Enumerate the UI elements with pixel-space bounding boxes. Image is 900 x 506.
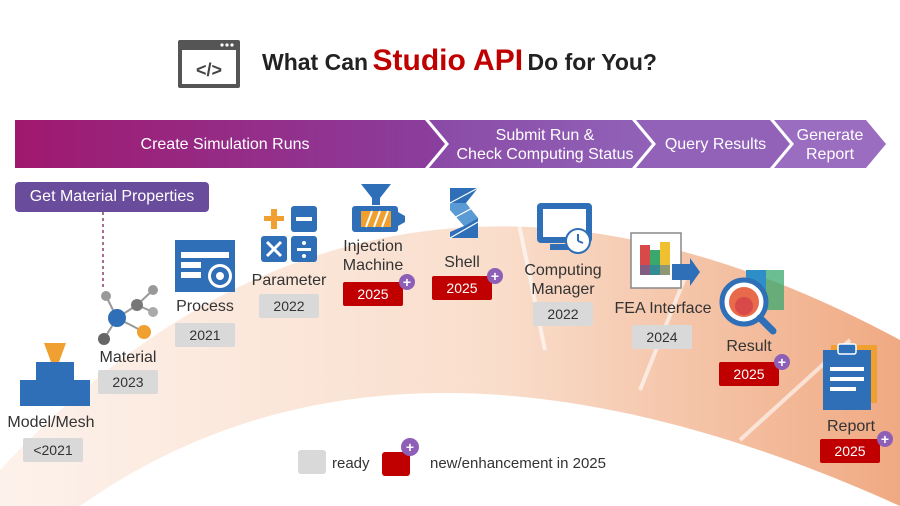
parameter-math-icon bbox=[261, 206, 317, 262]
stage-label-model-mesh: Model/Mesh bbox=[7, 414, 95, 431]
model-mesh-icon bbox=[20, 343, 90, 406]
stage-label-process: Process bbox=[176, 298, 234, 315]
svg-text:</>: </> bbox=[196, 60, 222, 80]
fea-interface-icon bbox=[630, 232, 700, 289]
stage-label-parameter: Parameter bbox=[251, 272, 327, 289]
shell-icon bbox=[449, 187, 479, 239]
flow-label-query: Query Results bbox=[664, 136, 767, 153]
flow-label-submit: Submit Run & Check Computing Status bbox=[456, 127, 634, 163]
new-plus-icon: + bbox=[877, 431, 893, 447]
page-title: What Can Studio API Do for You? bbox=[262, 44, 657, 78]
year-badge-injection-machine: 2025 bbox=[343, 282, 403, 306]
flow-arrow-submit bbox=[429, 120, 652, 168]
year-badge-computing-manager: 2022 bbox=[533, 302, 593, 326]
year-badge-result: 2025 bbox=[719, 362, 779, 386]
new-plus-icon: + bbox=[487, 268, 503, 284]
title-part2: Do for You? bbox=[527, 49, 657, 75]
stage-label-fea-interface: FEA Interface bbox=[614, 300, 712, 317]
flow-arrow-report bbox=[774, 120, 886, 168]
report-document-icon bbox=[823, 343, 877, 410]
year-badge-model-mesh: <2021 bbox=[23, 438, 83, 462]
year-badge-process: 2021 bbox=[175, 323, 235, 347]
title-brand: Studio API bbox=[372, 44, 524, 77]
stage-label-report: Report bbox=[826, 418, 876, 435]
legend-new-swatch bbox=[382, 452, 410, 476]
year-badge-shell: 2025 bbox=[432, 276, 492, 300]
material-molecule-icon bbox=[98, 285, 158, 345]
stage-label-injection-machine: Injection Machine bbox=[342, 238, 404, 274]
material-properties-label: Get Material Properties bbox=[15, 182, 209, 212]
legend-ready-swatch bbox=[298, 450, 326, 474]
code-window-icon: </> bbox=[178, 40, 240, 88]
new-plus-icon: + bbox=[774, 354, 790, 370]
year-badge-fea-interface: 2024 bbox=[632, 325, 692, 349]
arc-inner-white bbox=[80, 393, 900, 506]
year-badge-report: 2025 bbox=[820, 439, 880, 463]
legend-plus-icon: + bbox=[401, 438, 419, 456]
stage-label-shell: Shell bbox=[444, 254, 480, 271]
new-plus-icon: + bbox=[399, 274, 415, 290]
flow-label-create: Create Simulation Runs bbox=[140, 136, 310, 153]
year-badge-material: 2023 bbox=[98, 370, 158, 394]
computing-manager-icon bbox=[537, 203, 592, 254]
stage-label-computing-manager: Computing Manager bbox=[524, 262, 602, 298]
result-magnifier-icon bbox=[719, 270, 784, 335]
flow-label-report: Generate Report bbox=[796, 127, 864, 163]
process-gear-icon bbox=[175, 240, 235, 292]
legend-ready-label: ready bbox=[332, 455, 370, 472]
stage-label-result: Result bbox=[726, 338, 772, 355]
year-badge-parameter: 2022 bbox=[259, 294, 319, 318]
title-part1: What Can bbox=[262, 49, 369, 75]
flow-arrow-create bbox=[15, 120, 445, 168]
flow-arrow-query bbox=[636, 120, 790, 168]
injection-machine-icon bbox=[352, 184, 405, 232]
legend-new-label: new/enhancement in 2025 bbox=[430, 455, 606, 472]
stage-label-material: Material bbox=[99, 349, 157, 366]
